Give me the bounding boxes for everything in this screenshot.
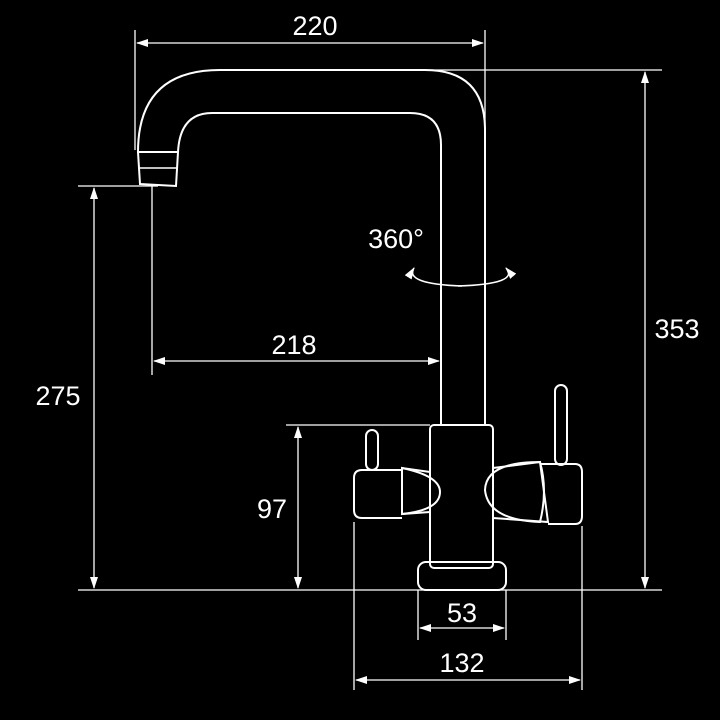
label-spout-reach: 220 <box>292 11 337 41</box>
label-base-diameter: 53 <box>447 598 477 628</box>
right-handle-knob <box>483 460 545 524</box>
extension-lines <box>78 30 662 690</box>
left-handle-knob <box>401 466 442 516</box>
faucet-body <box>429 424 494 569</box>
label-outlet-to-body: 218 <box>271 330 316 360</box>
faucet-outline <box>136 69 583 591</box>
spout-outer <box>137 69 486 425</box>
right-handle-lever <box>554 384 568 466</box>
label-rotation: 360° <box>368 224 424 254</box>
left-handle-lever <box>365 429 379 471</box>
dimension-labels: 220 218 353 275 97 53 132 360° <box>35 11 699 678</box>
label-handle-height: 97 <box>257 494 287 524</box>
right-handle-cap <box>540 463 583 525</box>
left-handle-cap <box>353 469 402 519</box>
aerator-tip <box>136 151 180 188</box>
label-outlet-height: 275 <box>35 381 80 411</box>
label-handle-span: 132 <box>439 648 484 678</box>
rotation-arrow-left-icon <box>404 267 463 287</box>
dimension-lines <box>90 39 649 684</box>
label-total-height: 353 <box>654 314 699 344</box>
rotation-arrow-right-icon <box>457 267 517 287</box>
spout-inner <box>177 112 442 425</box>
